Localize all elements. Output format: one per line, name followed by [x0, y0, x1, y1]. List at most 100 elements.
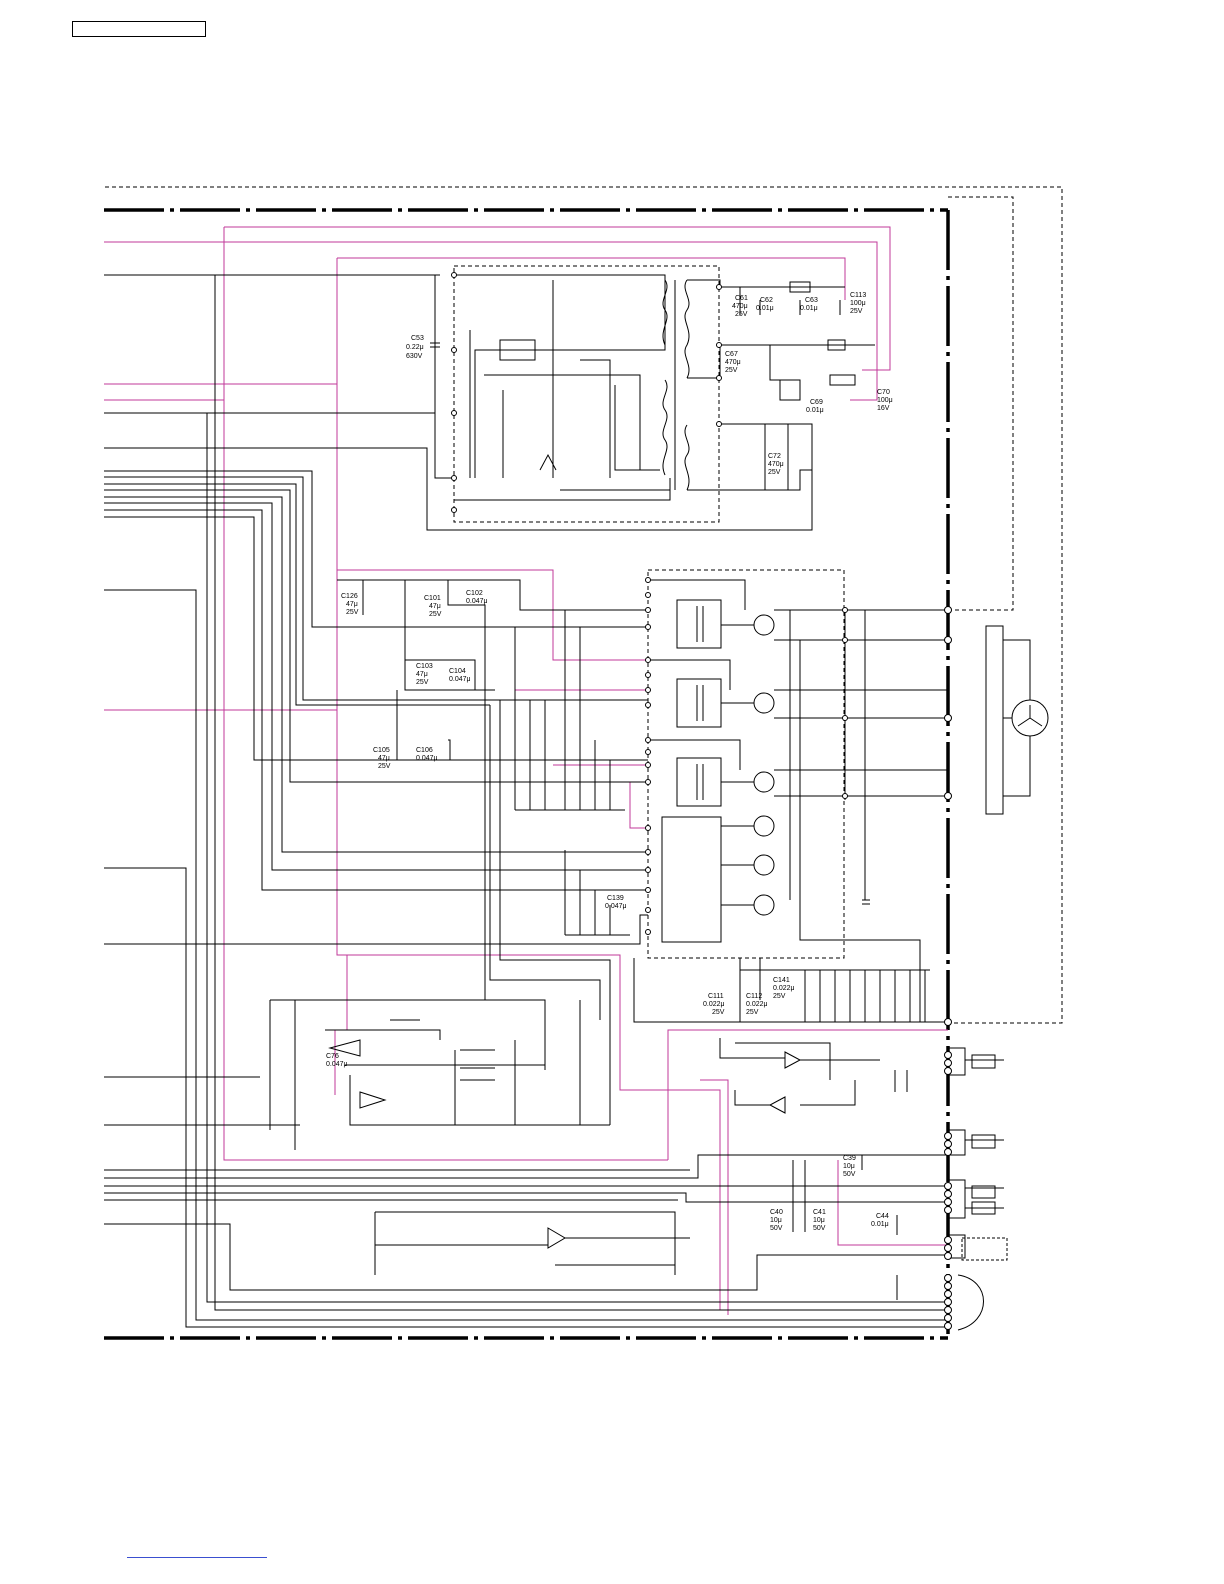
c63-ref: C63	[805, 297, 818, 304]
c72-value: 470μ	[768, 461, 784, 468]
c69-ref: C69	[810, 399, 823, 406]
c101-ref: C101	[424, 595, 441, 602]
c139-ref: C139	[607, 895, 624, 902]
c126-rating: 25V	[346, 609, 359, 616]
opamp-section-right	[374, 1038, 908, 1300]
svg-text:10μ: 10μ	[813, 1217, 825, 1224]
outer-dashed-enclosure	[105, 186, 1063, 1024]
svg-text:0.01μ: 0.01μ	[756, 305, 774, 312]
svg-text:0.047μ: 0.047μ	[416, 755, 438, 762]
c111-rating: 25V	[712, 1009, 725, 1016]
c141-ref: C141	[773, 977, 790, 984]
svg-text:C141: C141	[773, 977, 790, 984]
svg-text:470μ: 470μ	[768, 461, 784, 468]
left-bus-wires	[104, 274, 948, 1328]
svg-text:47μ: 47μ	[416, 671, 428, 678]
c102-ref: C102	[466, 590, 483, 597]
c72-rating: 25V	[768, 469, 781, 476]
svg-text:C105: C105	[373, 747, 390, 754]
c61-value: 470μ	[732, 303, 748, 310]
c39-rating: 50V	[843, 1171, 856, 1178]
svg-text:47μ: 47μ	[378, 755, 390, 762]
svg-text:C69: C69	[810, 399, 823, 406]
svg-text:25V: 25V	[773, 993, 786, 1000]
c67-value: 470μ	[725, 359, 741, 366]
c113-ref: C113	[850, 292, 866, 299]
svg-text:10μ: 10μ	[843, 1163, 855, 1170]
c111-ref: C111	[708, 993, 724, 1000]
svg-text:0.01μ: 0.01μ	[806, 407, 824, 414]
c112-ref: C112	[746, 993, 762, 1000]
c105-ref: C105	[373, 747, 390, 754]
c101-value: 47μ	[429, 603, 441, 610]
c139-value: 0.047μ	[605, 903, 627, 910]
c103-rating: 25V	[416, 679, 429, 686]
svg-text:0.022μ: 0.022μ	[773, 985, 795, 992]
svg-text:0.01μ: 0.01μ	[871, 1221, 889, 1228]
svg-text:16V: 16V	[877, 405, 890, 412]
svg-text:C67: C67	[725, 351, 738, 358]
c141-value: 0.022μ	[773, 985, 795, 992]
svg-text:C41: C41	[813, 1209, 826, 1216]
svg-text:C106: C106	[416, 747, 433, 754]
c76-ref: C76	[326, 1053, 339, 1060]
svg-text:50V: 50V	[770, 1225, 783, 1232]
svg-text:0.047μ: 0.047μ	[449, 676, 471, 683]
svg-text:C113: C113	[850, 292, 866, 299]
svg-text:C53: C53	[411, 335, 424, 342]
c113-rating: 25V	[850, 308, 863, 315]
svg-text:47μ: 47μ	[346, 601, 358, 608]
svg-text:C70: C70	[877, 389, 890, 396]
svg-text:C103: C103	[416, 663, 433, 670]
c39-ref: C39	[843, 1155, 856, 1162]
power-supply-block	[430, 265, 875, 523]
c112-value: 0.022μ	[746, 1001, 768, 1008]
c103-value: 47μ	[416, 671, 428, 678]
svg-text:47μ: 47μ	[429, 603, 441, 610]
c41-value: 10μ	[813, 1217, 825, 1224]
c113-value: 100μ	[850, 300, 866, 307]
opamp-section-left	[269, 999, 611, 1150]
motor-symbol	[985, 625, 1049, 815]
c106-value: 0.047μ	[416, 755, 438, 762]
svg-text:C139: C139	[607, 895, 624, 902]
c76-value: 0.047μ	[326, 1061, 348, 1068]
c103-ref: C103	[416, 663, 433, 670]
highlight-nets	[104, 226, 948, 1315]
c62-value: 0.01μ	[756, 305, 774, 312]
svg-text:0.022μ: 0.022μ	[703, 1001, 725, 1008]
c41-ref: C41	[813, 1209, 826, 1216]
svg-text:C101: C101	[424, 595, 441, 602]
svg-text:25V: 25V	[429, 611, 442, 618]
svg-text:C62: C62	[760, 297, 773, 304]
c40-ref: C40	[770, 1209, 783, 1216]
c72-ref: C72	[768, 453, 781, 460]
c67-ref: C67	[725, 351, 738, 358]
c39-value: 10μ	[843, 1163, 855, 1170]
c141-rating: 25V	[773, 993, 786, 1000]
c53-ref: C53	[411, 335, 424, 342]
svg-text:25V: 25V	[346, 609, 359, 616]
svg-text:100μ: 100μ	[850, 300, 866, 307]
svg-text:0.047μ: 0.047μ	[326, 1061, 348, 1068]
svg-text:25V: 25V	[416, 679, 429, 686]
motor-driver-block	[647, 569, 948, 1023]
svg-text:25V: 25V	[768, 469, 781, 476]
board-border	[104, 208, 950, 1340]
c44-value: 0.01μ	[871, 1221, 889, 1228]
svg-text:C72: C72	[768, 453, 781, 460]
c69-value: 0.01μ	[806, 407, 824, 414]
svg-text:50V: 50V	[843, 1171, 856, 1178]
c62-ref: C62	[760, 297, 773, 304]
c126-ref: C126	[341, 593, 358, 600]
c105-rating: 25V	[378, 763, 391, 770]
c111-value: 0.022μ	[703, 1001, 725, 1008]
c41-rating: 50V	[813, 1225, 826, 1232]
svg-text:C39: C39	[843, 1155, 856, 1162]
svg-text:10μ: 10μ	[770, 1217, 782, 1224]
c44-ref: C44	[876, 1213, 889, 1220]
c104-value: 0.047μ	[449, 676, 471, 683]
c67-rating: 25V	[725, 367, 738, 374]
svg-text:0.047μ: 0.047μ	[466, 598, 488, 605]
c101-rating: 25V	[429, 611, 442, 618]
